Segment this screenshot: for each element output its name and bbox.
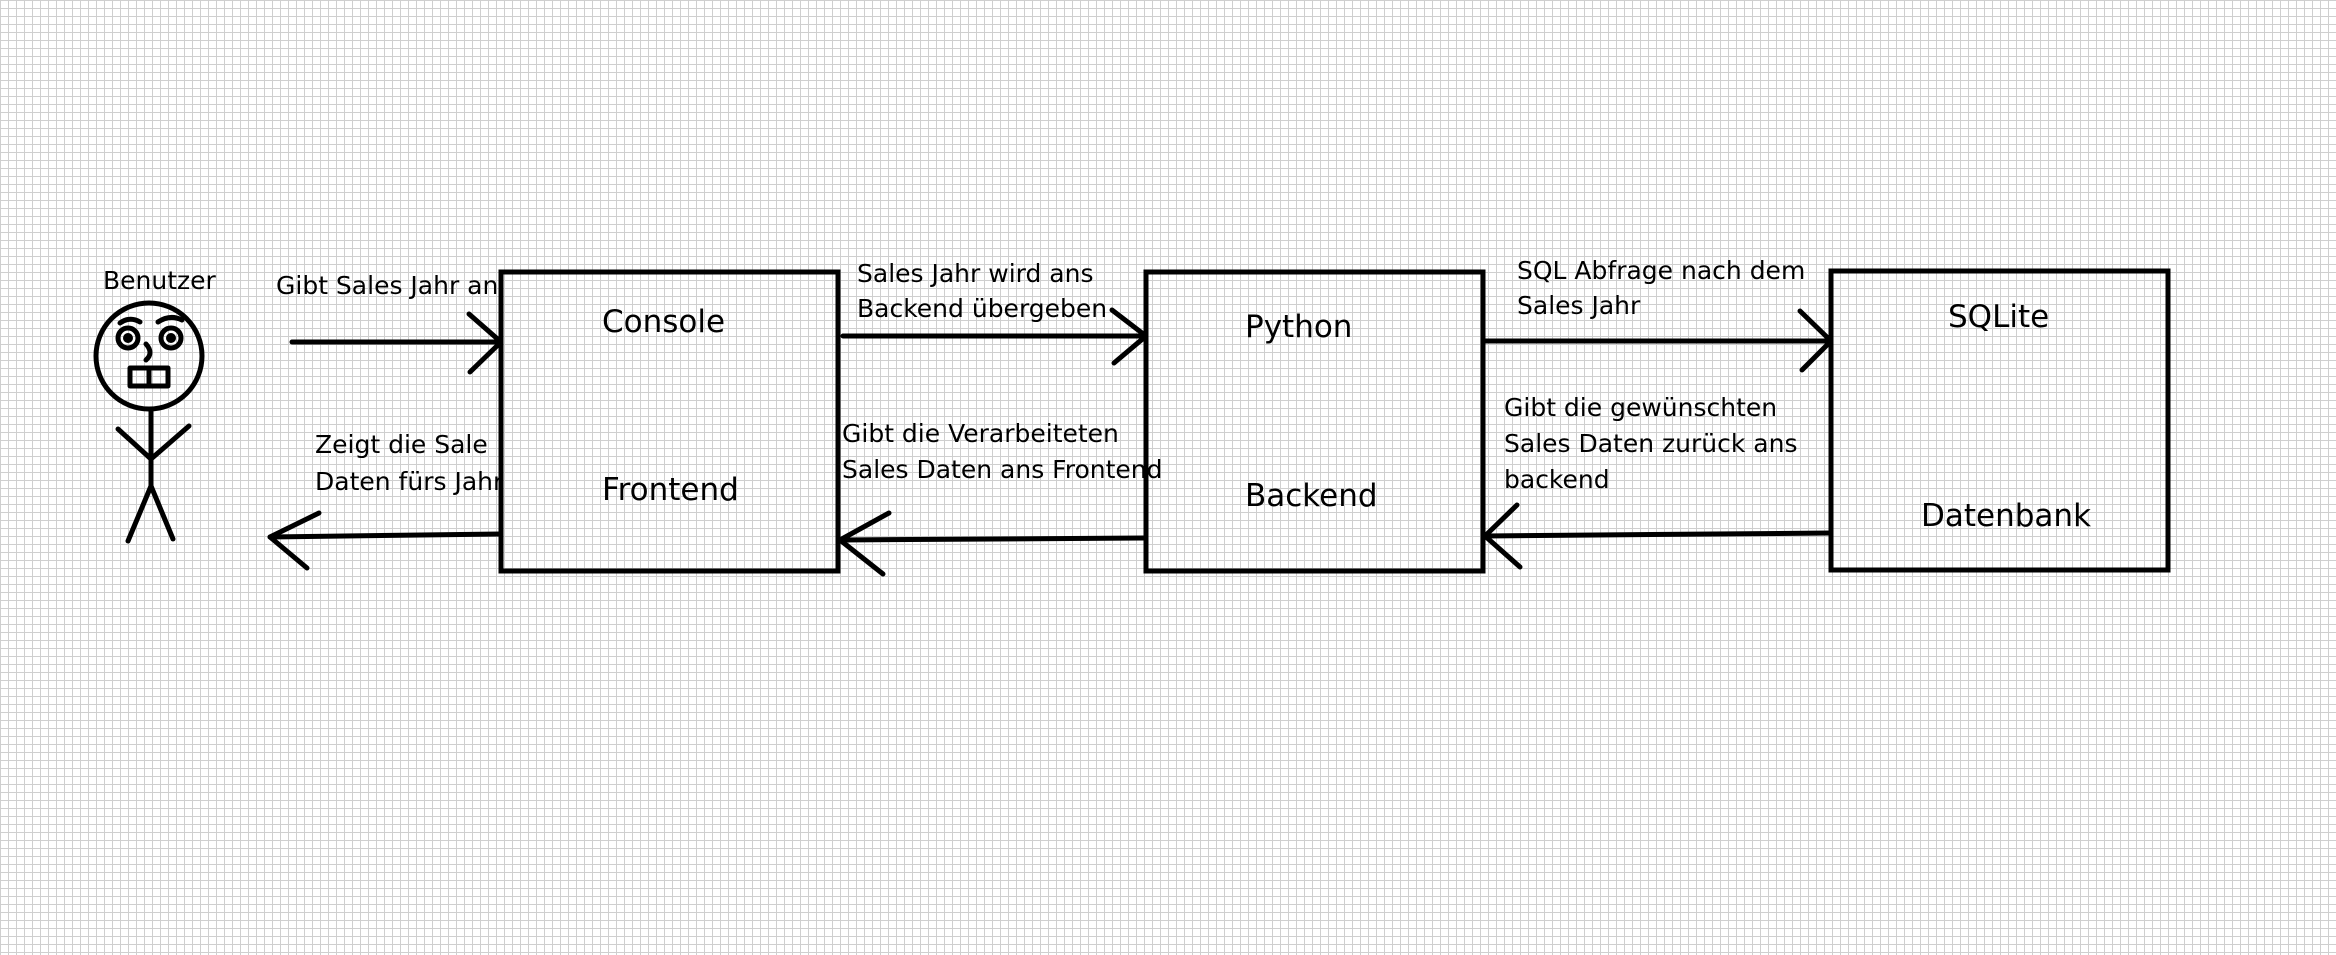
stick-figure-eyebrows: [117, 314, 185, 326]
database-title: SQLite: [1948, 299, 2050, 335]
arrow-user-to-frontend: [289, 311, 504, 375]
label-backend-to-database-line2: Sales Jahr: [1517, 291, 1641, 320]
label-frontend-to-backend-line1: Sales Jahr wird ans: [857, 259, 1094, 288]
user-label: Benutzer: [103, 266, 216, 295]
stick-figure-teeth: [127, 365, 171, 389]
stick-figure-nose: [143, 341, 153, 363]
label-database-to-backend-line3: backend: [1504, 465, 1610, 494]
frontend-title: Console: [602, 304, 726, 340]
label-user-to-frontend: Gibt Sales Jahr an: [276, 271, 499, 300]
backend-subtitle: Backend: [1245, 478, 1378, 514]
user-stick-figure: [93, 300, 205, 544]
frontend-box: [498, 269, 841, 574]
arrow-database-to-backend: [1482, 502, 1834, 570]
label-frontend-to-user-line2: Daten fürs Jahr: [315, 467, 504, 496]
label-backend-to-frontend-line1: Gibt die Verarbeiteten: [842, 419, 1119, 448]
label-frontend-to-user-line1: Zeigt die Sale: [315, 430, 488, 459]
arrow-frontend-to-backend: [840, 307, 1149, 366]
backend-title: Python: [1245, 309, 1353, 345]
arrow-backend-to-database: [1480, 308, 1834, 373]
arrow-frontend-to-user: [267, 510, 504, 571]
frontend-subtitle: Frontend: [602, 472, 739, 508]
label-database-to-backend-line1: Gibt die gewünschten: [1504, 393, 1778, 422]
stick-figure-left-eye: [115, 325, 141, 351]
arrow-backend-to-frontend: [837, 510, 1149, 577]
label-frontend-to-backend-line2: Backend übergeben: [857, 294, 1108, 323]
label-backend-to-database-line1: SQL Abfrage nach dem: [1517, 256, 1806, 285]
label-database-to-backend-line2: Sales Daten zurück ans: [1504, 429, 1798, 458]
stick-figure-arms: [115, 423, 192, 462]
backend-box: [1143, 269, 1486, 574]
label-backend-to-frontend-line2: Sales Daten ans Frontend: [842, 455, 1163, 484]
stick-figure-right-eye: [158, 325, 184, 351]
stick-figure-legs: [125, 483, 176, 544]
database-box: [1828, 268, 2171, 573]
database-subtitle: Datenbank: [1921, 498, 2092, 534]
